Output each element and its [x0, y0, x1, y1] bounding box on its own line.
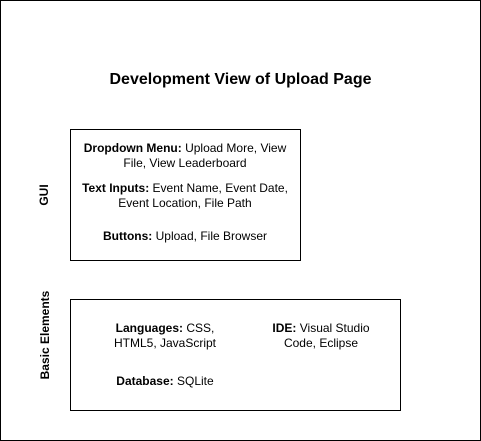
gui-box [70, 129, 301, 261]
gui-label: GUI [37, 184, 51, 206]
buttons-items: Upload, File Browser [152, 229, 268, 243]
ide-text: IDE: Visual Studio Code, Eclipse [256, 321, 386, 351]
basic-elements-label: Basic Elements [38, 290, 52, 380]
database-heading: Database: [116, 374, 174, 388]
dropdown-menu-items: Upload More, View File, View Leaderboard [123, 141, 287, 170]
ide-heading: IDE: [272, 321, 297, 335]
languages-heading: Languages: [115, 321, 183, 335]
text-inputs-heading: Text Inputs: [82, 181, 150, 195]
diagram-title: Development View of Upload Page [109, 71, 372, 88]
languages-items: CSS, HTML5, JavaScript [113, 321, 217, 350]
ide-items: Visual Studio Code, Eclipse [283, 321, 370, 350]
text-inputs-items: Event Name, Event Date, Event Location, … [118, 181, 288, 210]
text-inputs-text: Text Inputs: Event Name, Event Date, Eve… [80, 181, 290, 211]
basic-elements-box [70, 299, 401, 411]
database-items: SQLite [173, 374, 214, 388]
dropdown-menu-heading: Dropdown Menu: [83, 141, 182, 155]
database-text: Database: SQLite [100, 374, 230, 389]
buttons-text: Buttons: Upload, File Browser [80, 229, 290, 244]
dropdown-menu-text: Dropdown Menu: Upload More, View File, V… [80, 141, 290, 171]
languages-text: Languages: CSS, HTML5, JavaScript [100, 321, 230, 351]
buttons-heading: Buttons: [102, 229, 153, 243]
